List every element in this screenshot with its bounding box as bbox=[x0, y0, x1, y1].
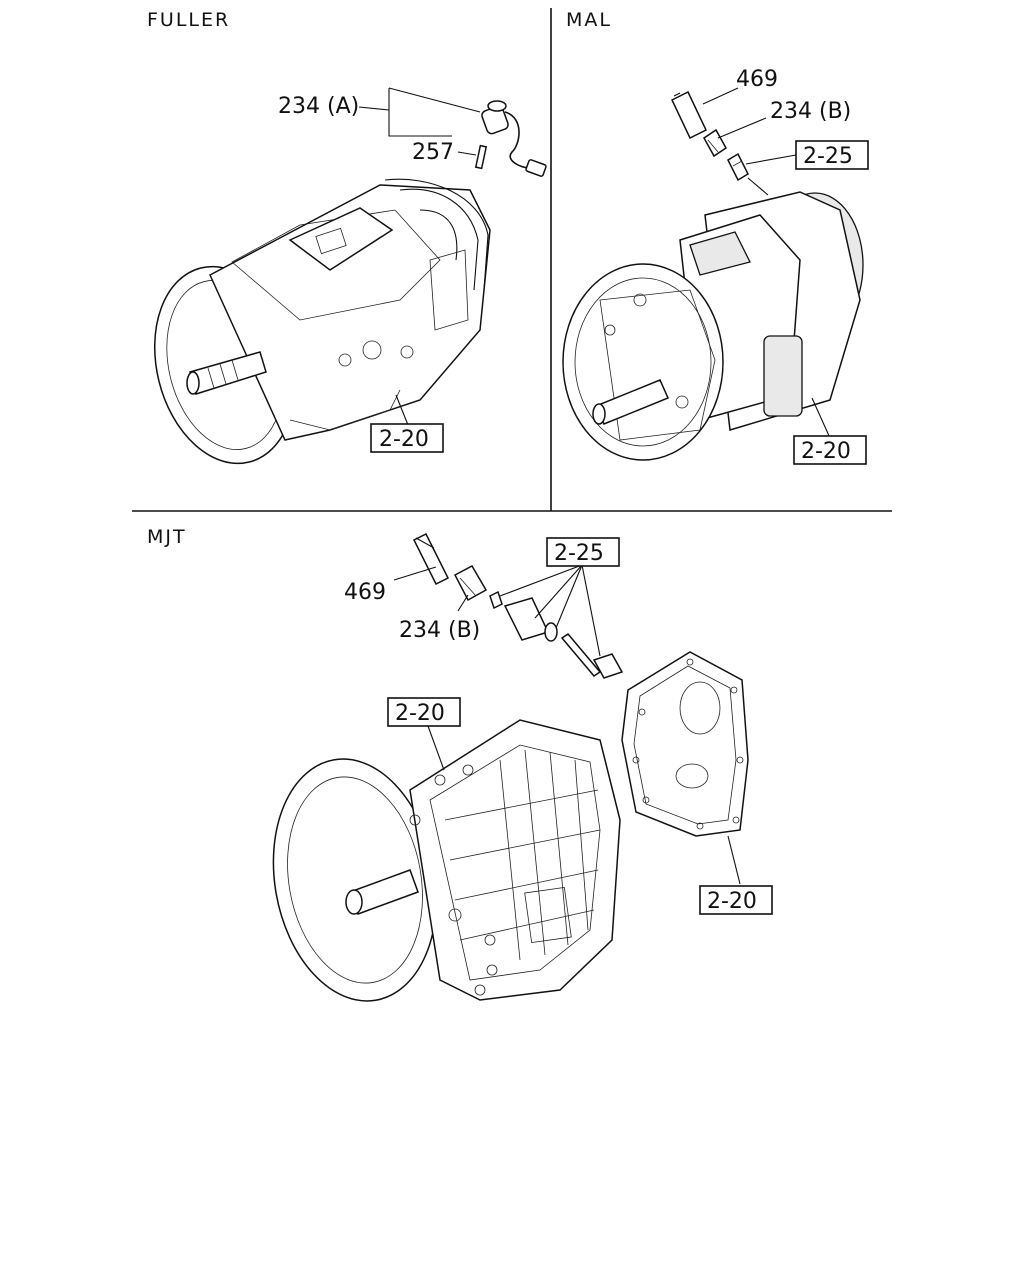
callout-leaders-2-25-mjt bbox=[499, 564, 601, 657]
section-mal: MAL 469 234 (B) 2-25 bbox=[562, 9, 869, 465]
callout-234b-mjt: 234 (B) bbox=[399, 618, 480, 643]
callout-leader-234b-mal bbox=[717, 117, 767, 139]
callout-257: 257 bbox=[412, 140, 454, 165]
pin-icon bbox=[474, 144, 488, 170]
callout-469-mal: 469 bbox=[736, 67, 778, 92]
callout-leader-469-mal bbox=[702, 87, 739, 105]
ref-box-fuller-transmission bbox=[370, 423, 444, 453]
callout-leader-257 bbox=[457, 151, 477, 156]
adapter-icon bbox=[489, 590, 624, 679]
callout-bracket-234a bbox=[358, 87, 481, 137]
ref-box-mjt-adapter bbox=[546, 537, 620, 567]
section-title-fuller: FULLER bbox=[147, 9, 230, 31]
callout-leader-234b-mjt bbox=[457, 594, 469, 612]
ref-fuller-transmission: 2-20 bbox=[379, 427, 429, 452]
ref-mal-transmission: 2-20 bbox=[801, 439, 851, 464]
speed-sensor-icon bbox=[703, 128, 727, 158]
adapter-icon bbox=[727, 152, 749, 182]
ref-box-mjt-cover bbox=[699, 885, 773, 915]
callout-234a: 234 (A) bbox=[278, 94, 359, 119]
mal-transmission-icon bbox=[562, 191, 864, 461]
ref-box-mal-adapter bbox=[795, 140, 869, 170]
section-title-mjt: MJT bbox=[147, 526, 187, 548]
callout-234b-mal: 234 (B) bbox=[770, 99, 851, 124]
ref-mjt-cover: 2-20 bbox=[707, 889, 757, 914]
speed-sensor-icon bbox=[453, 565, 488, 602]
ref-mjt-transmission: 2-20 bbox=[395, 701, 445, 726]
ref-box-mjt-transmission bbox=[387, 697, 461, 727]
callout-leader-2-20-cover bbox=[727, 835, 741, 885]
callout-leader-2-25-mal bbox=[745, 154, 797, 165]
bracket-icon bbox=[412, 532, 450, 586]
ref-box-mal-transmission bbox=[793, 435, 867, 465]
callout-leader-469-mjt bbox=[393, 566, 437, 581]
ref-mal-adapter: 2-25 bbox=[803, 144, 853, 169]
ref-mjt-adapter: 2-25 bbox=[554, 541, 604, 566]
section-fuller: FULLER 234 (A) 257 bbox=[147, 9, 547, 465]
section-title-mal: MAL bbox=[566, 9, 612, 31]
adapter-mount-leader bbox=[747, 177, 769, 196]
callout-leader-2-20-mjt bbox=[427, 725, 445, 771]
section-mjt: MJT 469 234 (B) 2-25 bbox=[147, 526, 773, 1002]
bracket-icon bbox=[671, 90, 707, 140]
rear-cover-icon bbox=[621, 651, 749, 837]
callout-leader-2-20-mal bbox=[811, 397, 831, 439]
speed-sensor-icon bbox=[481, 100, 547, 177]
mjt-transmission-icon bbox=[272, 719, 621, 1002]
callout-469-mjt: 469 bbox=[344, 580, 386, 605]
fuller-transmission-icon bbox=[153, 178, 491, 465]
